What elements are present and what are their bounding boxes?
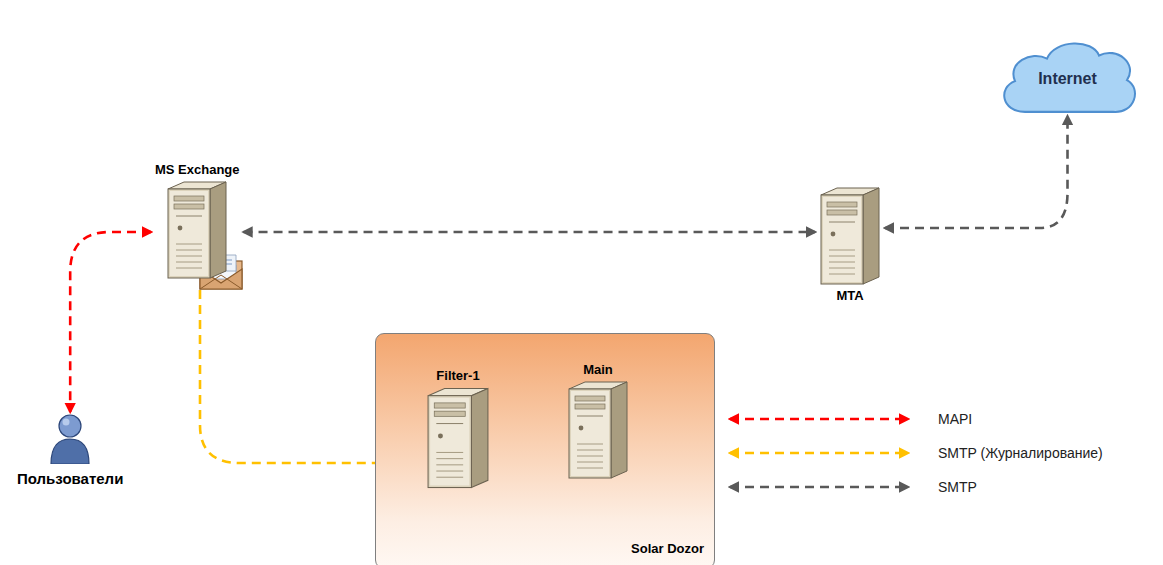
system-group: Solar Dozor Filter-1 Main	[375, 333, 715, 565]
server-node: MS Exchange	[151, 160, 244, 280]
user-icon	[47, 412, 93, 464]
legend-text: SMTP (Журналирование)	[938, 445, 1103, 461]
legend-row: SMTP (Журналирование)	[726, 442, 1103, 464]
server-node: Main	[563, 360, 633, 480]
server-icon	[567, 380, 629, 480]
legend-line	[730, 418, 908, 421]
legend-text: SMTP	[938, 479, 977, 495]
cloud-node: Internet	[995, 36, 1140, 118]
legend-text: MAPI	[938, 411, 972, 427]
legend-row: SMTP	[726, 476, 977, 498]
node-label: Internet	[1038, 66, 1097, 88]
node-label: Filter-1	[436, 368, 479, 384]
server-node: Filter-1	[422, 366, 494, 490]
legend-sample	[726, 477, 912, 497]
legend-line	[730, 452, 908, 455]
node-label: Solar Dozor	[631, 541, 704, 556]
connector	[244, 231, 815, 234]
node-label: Пользователи	[17, 470, 123, 488]
legend-sample	[726, 443, 912, 463]
node-label: MTA	[836, 288, 863, 304]
legend-row: MAPI	[726, 408, 972, 430]
server-icon	[426, 386, 490, 490]
server-icon	[166, 180, 228, 280]
legend-line	[730, 486, 908, 489]
connector	[70, 232, 151, 412]
node-label: MS Exchange	[155, 162, 240, 178]
server-icon	[819, 186, 881, 286]
node-label: Main	[583, 362, 613, 378]
connector	[885, 116, 1068, 228]
legend-sample	[726, 409, 912, 429]
user-node: Пользователи	[13, 412, 127, 490]
server-node: MTA	[815, 186, 885, 306]
